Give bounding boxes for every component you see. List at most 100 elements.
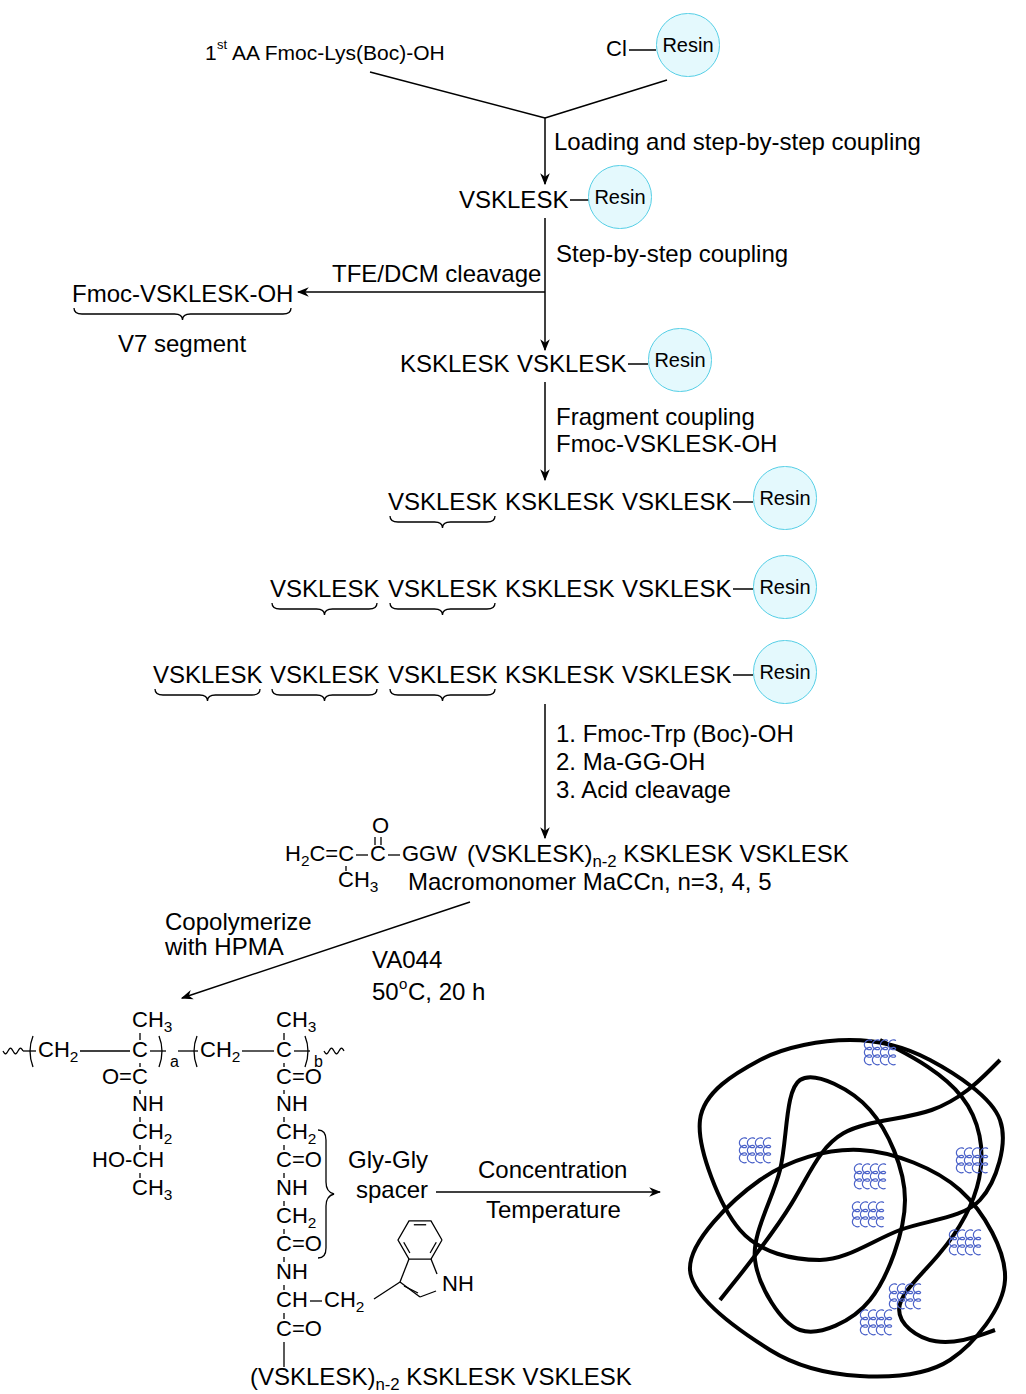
segment-brace [272,603,377,615]
chemical-formula: NH [276,1093,308,1115]
peptide-sequence: KSKLESK [505,490,614,514]
chemical-formula: CH2 [276,1121,316,1143]
peptide-sequence: VSKLESK [270,577,379,601]
step-label: with HPMA [165,935,284,959]
converging-line [545,80,667,118]
helix-coil [973,1230,980,1255]
helix-coil [862,1164,869,1189]
chemical-formula: NH [276,1177,308,1199]
chemical-formula: a [170,1054,179,1070]
polymer-chain [880,1040,995,1342]
segment-brace [390,689,495,701]
chemical-bond [310,1300,322,1301]
step-label: Cl [606,38,627,60]
helix-coil [860,1202,867,1227]
resin-bond [733,501,753,503]
segment-brace [390,603,495,615]
peptide-sequence: KSKLESK [400,352,509,376]
chemical-formula: CH2 [38,1039,78,1061]
chemical-formula: CH3 [132,1009,172,1031]
reaction-arrow [544,382,546,480]
cleavage-arrow [298,291,545,293]
step-label: Concentration [478,1158,627,1182]
helix-coil [860,1310,867,1335]
helix-coil [739,1138,746,1163]
helix-coil [876,1202,883,1227]
chemical-formula: HO-CH [92,1149,164,1171]
chemical-formula: CH3 [276,1009,316,1031]
resin-bead: Resin [656,13,719,76]
step-label: V7 segment [118,332,246,356]
helix-coil [755,1138,762,1163]
helix-coil [763,1138,770,1163]
peptide-sequence: KSKLESK [505,577,614,601]
helix-coil [980,1148,987,1173]
resin-bond [570,199,589,201]
chemical-bond [374,1282,400,1299]
chemical-bond [420,1291,436,1297]
helix-coil [913,1284,920,1309]
step-label: AA Fmoc-Lys(Boc)-OH [232,42,445,63]
resin-bead: Resin [753,555,816,618]
helix-coil [889,1284,896,1309]
chemical-formula: (VSKLESK)n-2 KSKLESK VSKLESK [250,1365,632,1389]
helix-coil [868,1310,875,1335]
helix-coil [870,1164,877,1189]
repeat-bracket [159,1036,162,1067]
chemical-bond [150,1050,166,1051]
resin-label: Resin [759,662,810,682]
resin-label: Resin [654,350,705,370]
step-label: Fmoc-VSKLESK-OH [556,432,777,456]
peptide-sequence: VSKLESK [459,188,568,212]
helix-coil [876,1310,883,1335]
resin-bead: Resin [648,328,711,391]
helix-coil [905,1284,912,1309]
polymer-chain [755,1077,905,1331]
repeat-bracket [194,1036,197,1067]
segment-brace [390,516,495,528]
helix-coil [965,1230,972,1255]
reaction-arrow [544,118,546,184]
helix-coil [888,1040,895,1065]
helix-coil [868,1202,875,1227]
step-label: C, 20 h [408,980,485,1004]
step-label: TFE/DCM cleavage [332,262,541,286]
resin-bond [628,363,648,365]
resin-bead: Resin [753,466,816,529]
chemical-formula: H2C=C [285,843,354,865]
resin-bond [733,588,753,590]
helix-coil [956,1148,963,1173]
polymer-chain [720,1060,1000,1300]
helix-coil [878,1164,885,1189]
reaction-arrow [544,218,546,350]
repeat-bracket [30,1036,33,1067]
step-label: Copolymerize [165,910,312,934]
peptide-sequence: VSKLESK [388,490,497,514]
helix-coil [872,1040,879,1065]
chemical-formula: CH3 [338,869,378,891]
resin-bead: Resin [588,165,651,228]
step-label: Step-by-step coupling [556,242,788,266]
segment-brace [74,308,291,320]
chemical-bond [388,854,400,855]
step-label: Loading and step-by-step coupling [554,130,921,154]
helix-coil [972,1148,979,1173]
resin-bead: Resin [753,640,816,703]
chemical-bond [356,854,368,855]
chemical-bond [80,1050,130,1051]
step-label: 2. Ma-GG-OH [556,750,705,774]
coiled-coil-bundle [739,1138,770,1163]
helix-coil [880,1040,887,1065]
helix-coil [852,1202,859,1227]
step-label: Fmoc-VSKLESK-OH [72,282,293,306]
chemical-formula: C [370,843,386,865]
coiled-coil-bundle [956,1148,987,1173]
chemical-bond [178,1050,198,1051]
step-label: 50 [372,980,399,1004]
peptide-sequence: VSKLESK [153,663,262,687]
resin-label: Resin [759,577,810,597]
step-label: o [399,976,407,991]
chemical-formula: NH [276,1261,308,1283]
resin-bond [629,49,656,51]
